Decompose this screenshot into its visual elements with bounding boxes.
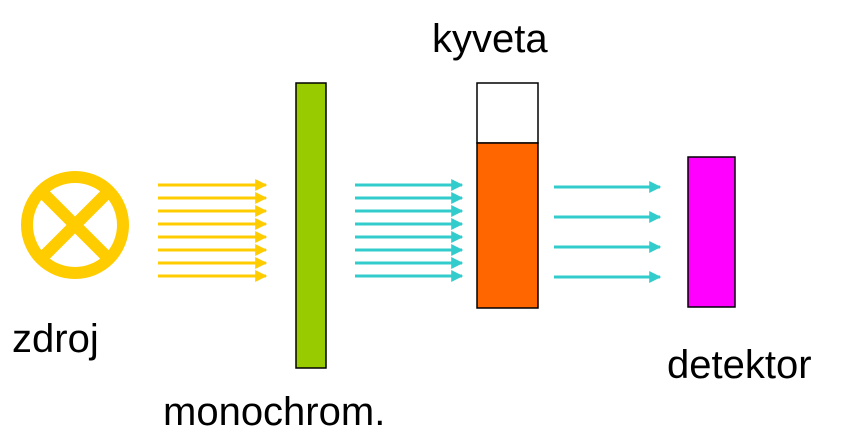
lamp-cross-circle-icon: [21, 171, 129, 279]
monochromator-label: monochrom.: [163, 390, 385, 429]
cuvette-empty-part: [476, 82, 539, 144]
cuvette: [476, 82, 539, 309]
cuvette-liquid: [476, 142, 539, 309]
transmitted-beam: [554, 181, 662, 283]
monochromator-block: [295, 82, 327, 369]
polychromatic-beam: [158, 179, 268, 282]
cuvette-label: kyveta: [432, 17, 548, 61]
monochromatic-beam: [355, 179, 464, 282]
detector-label: detektor: [667, 343, 812, 387]
source-label: zdroj: [12, 317, 99, 361]
detector-block: [687, 156, 736, 308]
